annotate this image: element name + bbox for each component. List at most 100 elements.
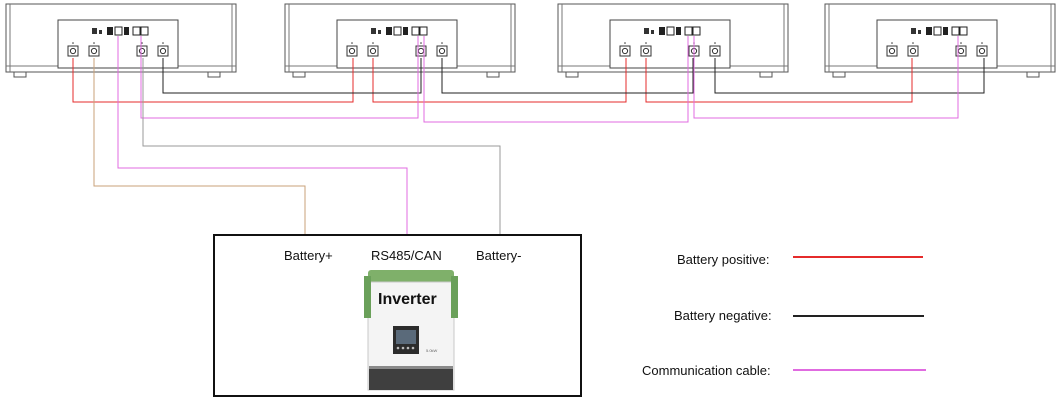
wiring bbox=[72, 36, 985, 235]
inverter-box: Battery+ RS485/CAN Battery- 5.0kW Invert… bbox=[213, 234, 582, 397]
battery-comm-port-icon bbox=[419, 26, 428, 36]
negative-cable-3-4 bbox=[714, 58, 985, 94]
battery-terminal-bolt bbox=[369, 47, 377, 55]
battery-switch-icon bbox=[378, 30, 381, 34]
battery-terminal-mark bbox=[93, 42, 95, 44]
battery-terminal-icon bbox=[976, 45, 988, 57]
battery-switch-icon bbox=[371, 28, 376, 34]
battery-terminal-icon bbox=[619, 45, 631, 57]
battery-terminal-mark bbox=[714, 42, 716, 44]
legend-positive-label: Battery positive: bbox=[677, 252, 770, 267]
battery-comm-port-icon bbox=[411, 26, 420, 36]
battery-terminal-bolt bbox=[978, 47, 986, 55]
battery-terminal-bolt bbox=[69, 47, 77, 55]
battery-terminal-icon bbox=[136, 45, 148, 57]
battery-comm-port-icon bbox=[684, 26, 693, 36]
battery-comm-port-icon bbox=[951, 26, 960, 36]
battery-terminal-mark bbox=[981, 42, 983, 44]
battery-port-icon bbox=[943, 27, 948, 35]
battery-foot bbox=[1026, 71, 1040, 78]
battery-terminal-icon bbox=[157, 45, 169, 57]
battery-terminal-mark bbox=[372, 42, 374, 44]
battery-terminal-mark bbox=[141, 42, 143, 44]
battery-terminal-mark bbox=[891, 42, 893, 44]
battery-comm-port-icon bbox=[132, 26, 141, 36]
battery-terminal-icon bbox=[415, 45, 427, 57]
battery-terminal-icon bbox=[346, 45, 358, 57]
battery-port-icon bbox=[124, 27, 129, 35]
battery-terminal-icon bbox=[886, 45, 898, 57]
battery-switch-icon bbox=[651, 30, 654, 34]
battery-terminal-bolt bbox=[348, 47, 356, 55]
label-rs485-can: RS485/CAN bbox=[371, 248, 442, 263]
inverter-comm-cable bbox=[117, 36, 408, 235]
legend-negative-label: Battery negative: bbox=[674, 308, 772, 323]
battery-module-4 bbox=[824, 3, 1056, 78]
battery-terminal-bolt bbox=[711, 47, 719, 55]
comm-cable-2-3 bbox=[423, 36, 689, 123]
battery-switch-icon bbox=[92, 28, 97, 34]
battery-port-icon bbox=[666, 26, 675, 36]
battery-foot bbox=[207, 71, 221, 78]
battery-switch-icon bbox=[911, 28, 916, 34]
comm-cable-3-4 bbox=[693, 36, 959, 119]
inverter-model-label: 5.0kW bbox=[426, 348, 438, 353]
battery-terminal-icon bbox=[640, 45, 652, 57]
battery-foot bbox=[486, 71, 500, 78]
battery-module-1 bbox=[5, 3, 237, 78]
negative-cable-1-2 bbox=[162, 58, 422, 94]
battery-terminal-bolt bbox=[138, 47, 146, 55]
battery-foot bbox=[292, 71, 306, 78]
battery-terminal-icon bbox=[88, 45, 100, 57]
battery-switch-icon bbox=[99, 30, 102, 34]
battery-terminal-mark bbox=[912, 42, 914, 44]
label-battery-negative: Battery- bbox=[476, 248, 522, 263]
battery-comm-port-icon bbox=[140, 26, 149, 36]
battery-foot bbox=[832, 71, 846, 78]
positive-cable-2-3 bbox=[372, 58, 627, 103]
battery-module-3 bbox=[557, 3, 789, 78]
battery-terminal-icon bbox=[709, 45, 721, 57]
battery-port-icon bbox=[403, 27, 408, 35]
battery-terminal-icon bbox=[367, 45, 379, 57]
inverter-title: Inverter bbox=[378, 291, 437, 308]
battery-foot bbox=[565, 71, 579, 78]
battery-port-icon bbox=[393, 26, 402, 36]
battery-terminal-mark bbox=[441, 42, 443, 44]
battery-comm-port-icon bbox=[959, 26, 968, 36]
inverter-device-icon: 5.0kW bbox=[364, 270, 458, 391]
label-battery-positive: Battery+ bbox=[284, 248, 333, 263]
legend-comm-label: Communication cable: bbox=[642, 363, 771, 378]
battery-terminal-mark bbox=[420, 42, 422, 44]
battery-terminal-mark bbox=[162, 42, 164, 44]
battery-port-icon bbox=[676, 27, 681, 35]
battery-port-icon bbox=[114, 26, 123, 36]
battery-terminal-bolt bbox=[642, 47, 650, 55]
battery-terminal-mark bbox=[72, 42, 74, 44]
battery-foot bbox=[759, 71, 773, 78]
battery-comm-port-icon bbox=[692, 26, 701, 36]
battery-terminal-bolt bbox=[888, 47, 896, 55]
battery-terminal-icon bbox=[955, 45, 967, 57]
comm-cable-1-2 bbox=[140, 36, 419, 119]
positive-cable-3-4 bbox=[645, 58, 913, 103]
battery-terminal-mark bbox=[624, 42, 626, 44]
battery-module-2 bbox=[284, 3, 516, 78]
battery-terminal-bolt bbox=[90, 47, 98, 55]
battery-terminal-mark bbox=[960, 42, 962, 44]
battery-terminal-bolt bbox=[621, 47, 629, 55]
battery-port-icon bbox=[933, 26, 942, 36]
inverter-negative-cable bbox=[142, 58, 501, 235]
positive-cable-1-2 bbox=[72, 58, 354, 103]
battery-terminal-icon bbox=[436, 45, 448, 57]
battery-port-icon bbox=[926, 27, 932, 35]
legend: Battery positive: Battery negative: Comm… bbox=[642, 252, 926, 378]
battery-port-icon bbox=[659, 27, 665, 35]
battery-terminal-mark bbox=[351, 42, 353, 44]
battery-switch-icon bbox=[918, 30, 921, 34]
battery-foot bbox=[13, 71, 27, 78]
battery-terminal-bolt bbox=[909, 47, 917, 55]
battery-terminal-bolt bbox=[438, 47, 446, 55]
battery-terminal-mark bbox=[645, 42, 647, 44]
